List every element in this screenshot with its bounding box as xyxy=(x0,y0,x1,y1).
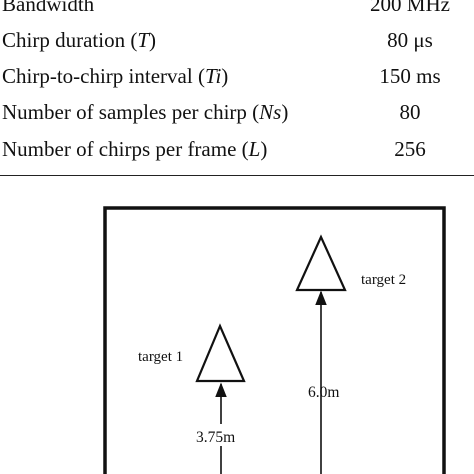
table-row: Bandwidth 200 MHz xyxy=(0,0,474,22)
table-row: Chirp duration (T) 80 μs xyxy=(0,22,474,58)
target-1-distance-backdrop xyxy=(192,424,248,446)
parameter-symbol: Ns xyxy=(259,99,282,124)
parameter-symbol: T xyxy=(137,27,149,52)
table-row: Number of samples per chirp (Ns) 80 xyxy=(0,94,474,130)
table-row: Chirp-to-chirp interval (Ti) 150 ms xyxy=(0,58,474,94)
parameter-symbol: L xyxy=(248,136,261,161)
radar-parameter-table: Bandwidth 200 MHz Chirp duration (T) 80 … xyxy=(0,0,474,168)
target-1-triangle-icon xyxy=(195,323,246,383)
parameter-value: 150 ms xyxy=(379,63,441,88)
table-bottom-rule xyxy=(0,175,474,176)
target-1-label: target 1 xyxy=(138,349,183,365)
parameter-name: Bandwidth xyxy=(2,0,95,16)
parameter-name: Number of samples per chirp (Ns) xyxy=(2,99,289,124)
target-2-distance: 6.0m xyxy=(308,384,339,401)
target-1-distance: 3.75m xyxy=(196,429,235,446)
scene-frame xyxy=(103,206,446,474)
parameter-name: Number of chirps per frame (L) xyxy=(2,136,268,161)
parameter-value: 80 xyxy=(399,99,421,124)
parameter-symbol: Ti xyxy=(204,63,222,88)
parameter-value: 256 xyxy=(394,136,426,161)
target-2-label: target 2 xyxy=(361,272,406,288)
target-2-triangle-icon xyxy=(295,234,347,292)
parameter-name: Chirp-to-chirp interval (Ti) xyxy=(2,63,229,88)
parameter-name: Chirp duration (T) xyxy=(2,27,156,52)
parameter-value: 80 μs xyxy=(387,27,433,52)
parameter-value: 200 MHz xyxy=(370,0,450,16)
table-row: Number of chirps per frame (L) 256 xyxy=(0,130,474,168)
